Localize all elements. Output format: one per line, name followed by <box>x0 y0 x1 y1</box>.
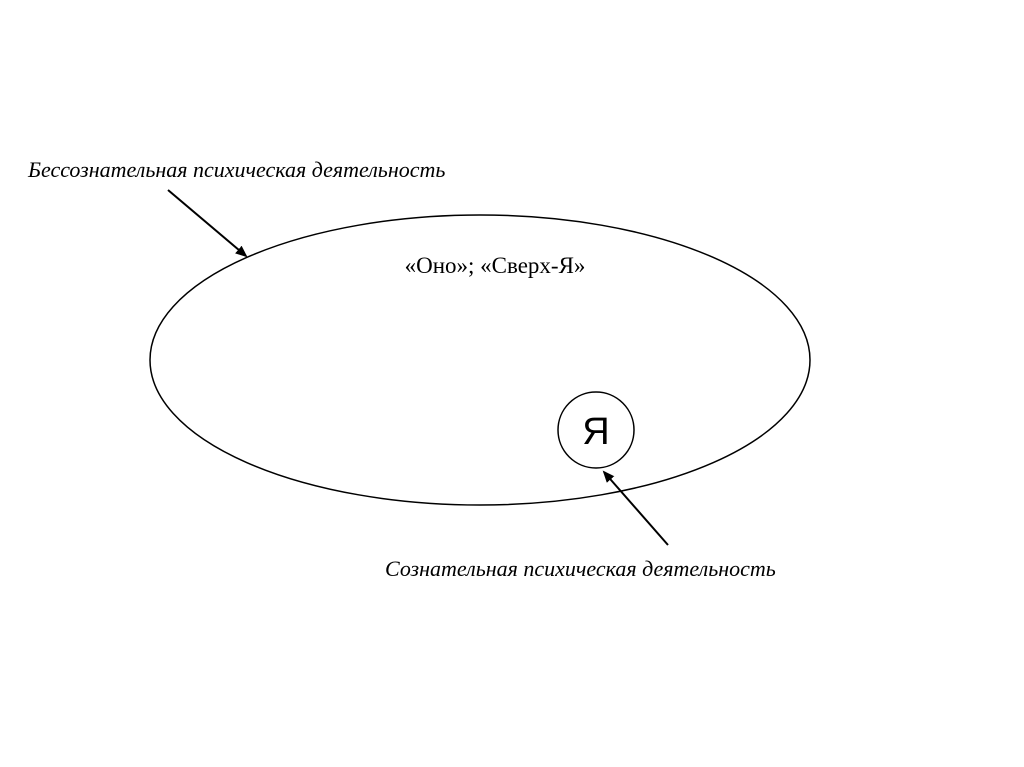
unconscious-label: Бессознательная психическая деятельность <box>27 157 445 182</box>
unconscious-ellipse <box>149 214 811 506</box>
id-superego-label: «Оно»; «Сверх-Я» <box>405 253 586 278</box>
bottom-arrow <box>602 470 669 546</box>
conscious-label: Сознательная психическая деятельность <box>385 556 776 581</box>
ego-circle <box>557 391 635 469</box>
top-arrow <box>167 189 248 258</box>
ego-label: Я <box>582 411 609 453</box>
